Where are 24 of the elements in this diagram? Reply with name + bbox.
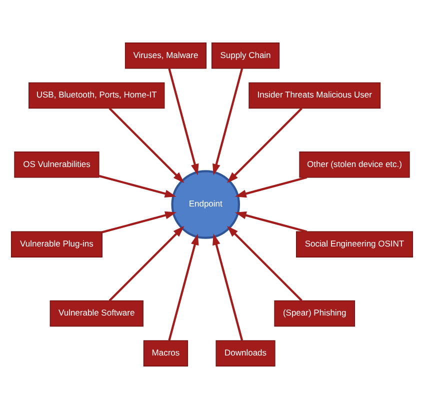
arrow: [102, 211, 176, 234]
arrow: [168, 68, 199, 176]
arrow: [108, 226, 184, 302]
node-box: Supply Chain: [211, 42, 280, 69]
node-box: (Spear) Phishing: [274, 300, 356, 327]
arrow: [234, 176, 308, 198]
arrow: [168, 234, 199, 341]
node-box: USB, Bluetooth, Ports, Home-IT: [28, 82, 165, 109]
node-box: Downloads: [216, 340, 276, 367]
node-box: Vulnerable Software: [50, 300, 144, 327]
arrow: [212, 234, 244, 341]
arrow: [226, 226, 302, 302]
arrow: [98, 174, 176, 198]
node-box: OS Vulnerabilities: [14, 151, 100, 178]
node-box: Viruses, Malware: [124, 42, 206, 69]
arrow: [108, 108, 184, 184]
arrow: [226, 108, 302, 184]
node-box: Macros: [143, 340, 188, 367]
arrow: [212, 68, 244, 176]
arrow: [234, 211, 308, 233]
node-box: Insider Threats Malicious User: [248, 82, 381, 109]
node-box: Other (stolen device etc.): [299, 151, 410, 178]
node-box: Social Engineering OSINT: [296, 231, 414, 258]
node-box: Vulnerable Plug-ins: [10, 231, 102, 258]
